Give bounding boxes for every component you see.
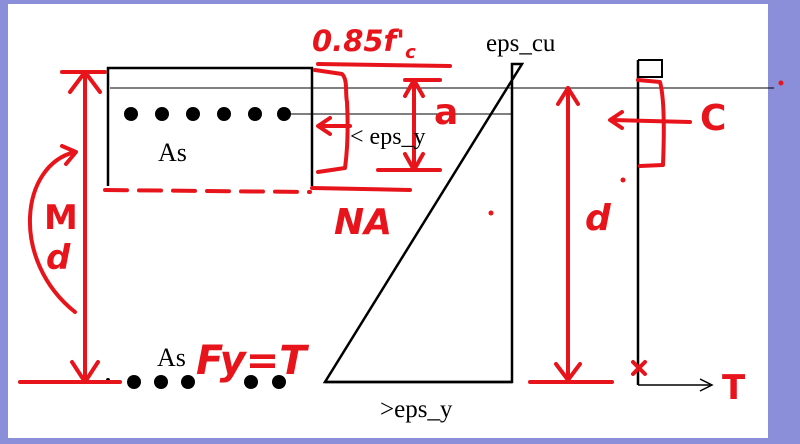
- d-right-label: d: [585, 198, 611, 239]
- red-dot: [620, 177, 626, 183]
- as-top-label: As: [158, 138, 187, 167]
- as-bottom-label: As: [157, 343, 186, 372]
- steel-bar: [186, 107, 200, 121]
- t-label: T: [722, 368, 746, 408]
- red-dot: [778, 80, 784, 86]
- steel-bar: [217, 107, 231, 121]
- moment-arrowhead: [60, 144, 78, 166]
- t-arrowhead: [699, 378, 714, 392]
- na-line-right: [310, 186, 412, 192]
- force-top-box: [638, 59, 663, 78]
- stress-label: 0.85f'c: [312, 24, 416, 63]
- eps-y-top-label: < eps_y: [350, 124, 426, 150]
- c-arrow: [610, 118, 692, 124]
- compression-arrowhead: [316, 116, 332, 136]
- eps-cu-label: eps_cu: [486, 30, 556, 57]
- steel-bar: [277, 107, 291, 121]
- stress-label-main: 0.85f: [312, 24, 397, 58]
- x-mark-b: [631, 360, 647, 376]
- moment-arc: [28, 150, 77, 314]
- neutral-axis-dashed-line: [103, 188, 312, 194]
- a-label: a: [434, 92, 459, 133]
- stress-block: [313, 68, 350, 174]
- top-steel-bars: [124, 107, 291, 121]
- na-label: NA: [334, 202, 392, 243]
- beam-section-outline: [106, 66, 314, 186]
- steel-bar: [124, 107, 138, 121]
- steel-bar: [154, 375, 168, 389]
- stress-label-prime: ': [396, 24, 406, 58]
- d-left-label: d: [46, 238, 71, 278]
- steel-bar: [248, 107, 262, 121]
- fy-t-label: Fy=T: [196, 338, 307, 384]
- c-arrowhead: [608, 110, 624, 130]
- stress-underline: [316, 62, 452, 68]
- c-label: C: [700, 98, 727, 139]
- red-dot: [488, 210, 494, 216]
- steel-bar: [127, 375, 141, 389]
- stress-label-sub: c: [405, 41, 416, 63]
- steel-bar: [155, 107, 169, 121]
- steel-bar: [244, 375, 258, 389]
- steel-bar: [181, 375, 195, 389]
- eps-y-bottom-label: >eps_y: [380, 396, 453, 423]
- d-right-arrow-top: [556, 86, 580, 106]
- bottom-steel-bars: [127, 375, 286, 389]
- steel-bar: [272, 375, 286, 389]
- moment-label: M: [44, 198, 78, 238]
